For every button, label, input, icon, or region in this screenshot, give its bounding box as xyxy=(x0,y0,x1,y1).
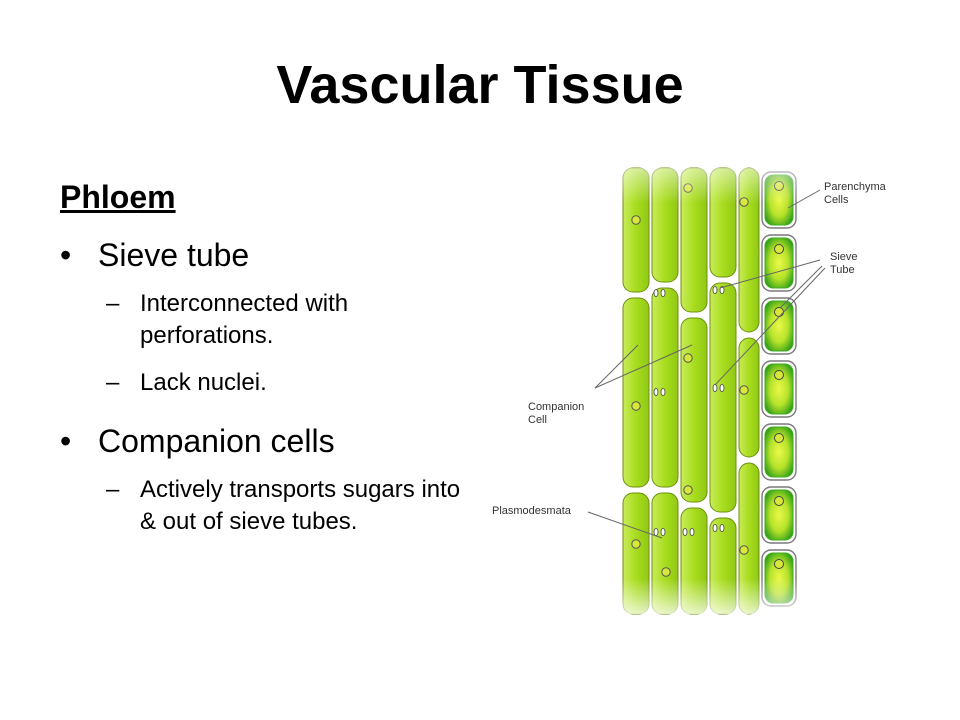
sub-bullet-text: Lack nuclei. xyxy=(140,368,267,396)
bullet-text: Sieve tube xyxy=(98,237,250,274)
pointer-line xyxy=(587,511,663,539)
label-companion-2: Cell xyxy=(528,414,547,426)
sub-bullet-lack-nuclei: – Lack nuclei. xyxy=(60,367,480,399)
sub-bullet-text: Interconnected with perforations. xyxy=(140,289,349,350)
sub-bullet-actively-transports: – Actively transports sugars into & out … xyxy=(60,474,480,539)
pointer-line xyxy=(714,267,826,386)
edge-fade xyxy=(620,168,800,614)
section-heading: Phloem xyxy=(60,179,176,215)
bullet-mark: • xyxy=(60,423,72,460)
pointer-line xyxy=(719,259,821,289)
bullet-companion-cells: • Companion cells xyxy=(60,423,480,460)
sub-bullet-interconnected: – Interconnected with perforations. xyxy=(60,288,480,353)
slide-text: Phloem • Sieve tube – Interconnected wit… xyxy=(60,179,480,553)
label-sieve-2: Tube xyxy=(830,264,855,276)
sub-mark: – xyxy=(106,368,120,396)
pointer-line xyxy=(594,344,693,389)
label-sieve-1: Sieve xyxy=(830,251,858,263)
label-companion-1: Companion xyxy=(528,401,584,413)
sub-mark: – xyxy=(106,289,120,317)
slide-title: Vascular Tissue xyxy=(276,55,684,115)
pointer-line xyxy=(787,189,821,209)
pointer-line xyxy=(779,265,823,309)
phloem-diagram: Parenchyma Cells Sieve Tube Companion Ce… xyxy=(492,167,887,615)
bullet-sieve-tube: • Sieve tube xyxy=(60,237,480,274)
sub-bullet-text: Actively transports sugars into & out of… xyxy=(140,475,461,536)
bullet-text: Companion cells xyxy=(98,423,335,460)
pointer-line xyxy=(594,344,639,389)
pointer-lines xyxy=(587,189,826,539)
sub-mark: – xyxy=(106,475,120,503)
label-parenchyma-2: Cells xyxy=(824,194,849,206)
label-plasmodesmata: Plasmodesmata xyxy=(492,505,572,517)
label-parenchyma-1: Parenchyma xyxy=(824,181,887,193)
bullet-mark: • xyxy=(60,237,72,274)
